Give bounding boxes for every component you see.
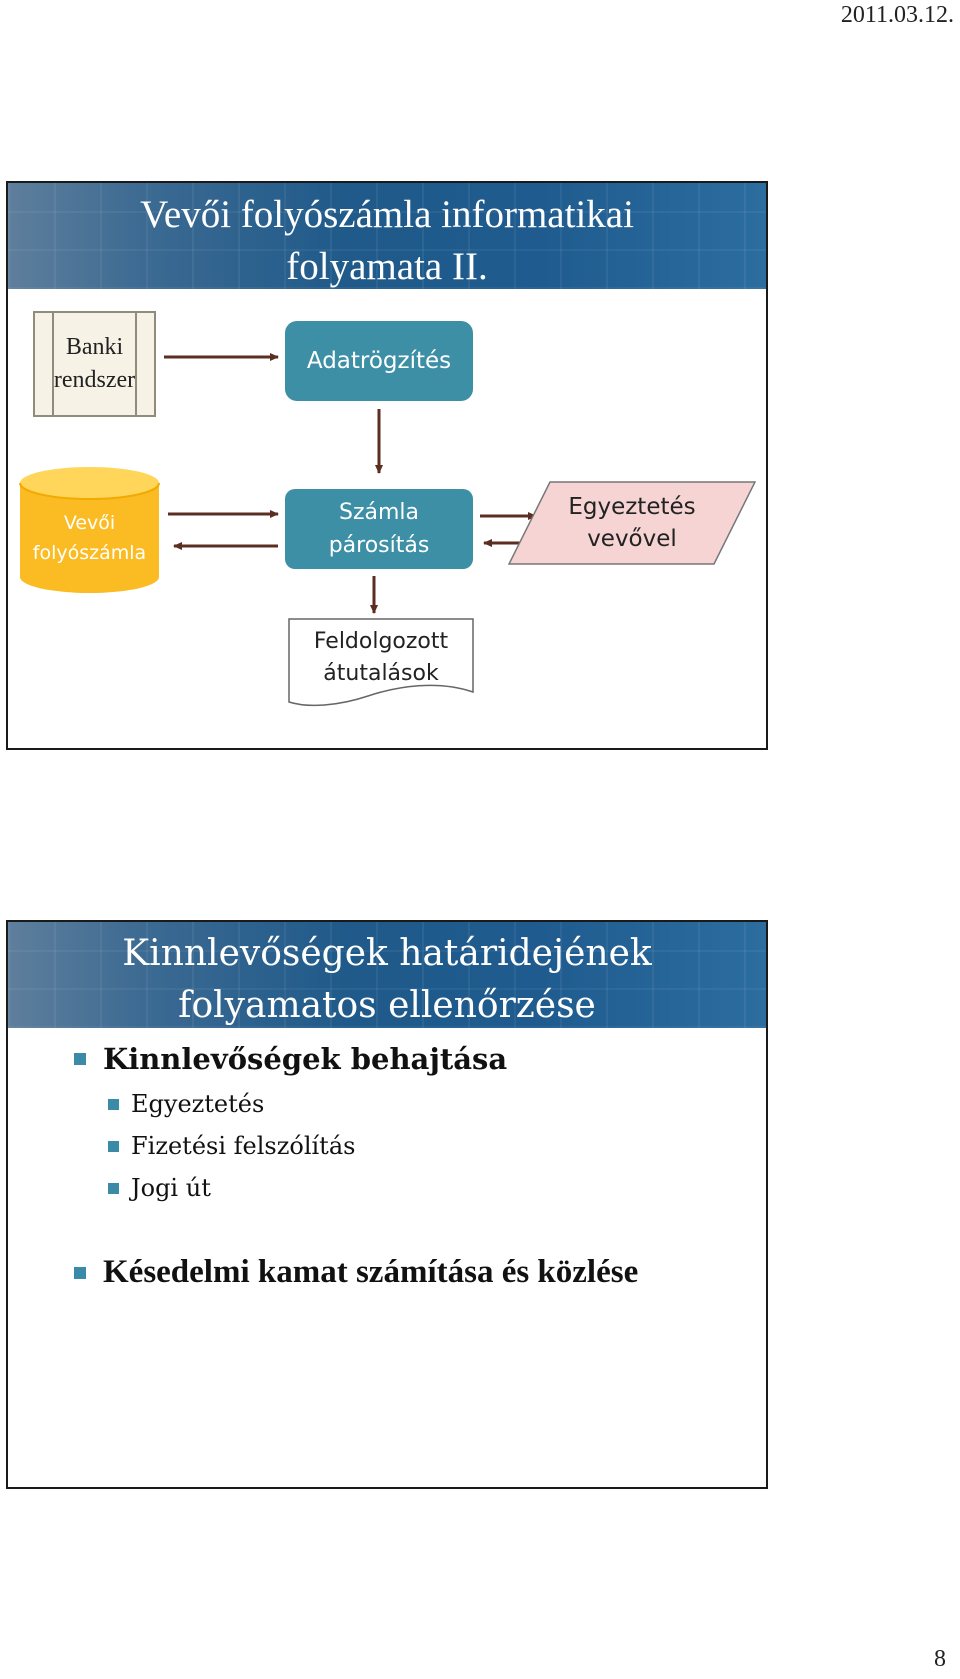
egyeztetes-label-line2: vevővel bbox=[587, 526, 677, 552]
manual-input-shape bbox=[508, 481, 756, 565]
egyeztetes-label-line1: Egyeztetés bbox=[568, 494, 696, 520]
szamla-label-line1: Számla bbox=[338, 500, 420, 525]
sub-bullet-text: Jogi út bbox=[131, 1174, 211, 1202]
egyeztetes-vevovel-node: Egyeztetés vevővel bbox=[508, 481, 756, 565]
banki-label-line2: rendszer bbox=[53, 367, 136, 393]
banki-right-rule bbox=[135, 313, 137, 415]
bullet-item: Késedelmi kamat számítása és közlése bbox=[74, 1254, 638, 1291]
title-band bbox=[8, 922, 766, 1028]
banki-rendszer-node: Banki rendszer bbox=[33, 311, 156, 417]
bullet-item: Kinnlevőségek behajtása bbox=[74, 1042, 507, 1076]
flow-arrows bbox=[164, 353, 537, 614]
sub-bullet-text: Egyeztetés bbox=[131, 1090, 265, 1118]
slide-receivables: Kinnlevőségek határidejének folyamatos e… bbox=[6, 920, 768, 1489]
vevoi-label-line2: folyószámla bbox=[32, 542, 147, 564]
feldolgozott-label-line2: átutalások bbox=[323, 661, 439, 686]
sub-bullet-item: Jogi út bbox=[108, 1174, 211, 1202]
slide-title: Kinnlevőségek határidejének folyamatos e… bbox=[8, 928, 766, 1032]
bullet-text: Kinnlevőségek behajtása bbox=[103, 1042, 508, 1076]
vevoi-folyoszamla-node: Vevői folyószámla bbox=[18, 465, 161, 595]
sub-bullet-item: Egyeztetés bbox=[108, 1090, 264, 1118]
feldolgozott-label-line1: Feldolgozott bbox=[313, 629, 449, 654]
adatrogzites-label: Adatrögzítés bbox=[306, 347, 452, 374]
title-band bbox=[8, 183, 766, 289]
database-cylinder-icon bbox=[19, 467, 160, 593]
slide-title-line2: folyamatos ellenőrzése bbox=[178, 985, 596, 1026]
bullet-text: Késedelmi kamat számítása és közlése bbox=[103, 1254, 639, 1290]
banki-label-line1: Banki bbox=[65, 334, 124, 360]
slide-title: Vevői folyószámla informatikai folyamata… bbox=[8, 189, 766, 293]
document-shape bbox=[288, 618, 474, 707]
slide-title-line2: folyamata II. bbox=[286, 245, 488, 288]
slide-process-flow: Vevői folyószámla informatikai folyamata… bbox=[6, 181, 768, 750]
feldolgozott-atutalasok-node: Feldolgozott átutalások bbox=[288, 618, 474, 710]
sub-bullet-item: Fizetési felszólítás bbox=[108, 1132, 355, 1160]
vevoi-label-line1: Vevői bbox=[63, 512, 116, 534]
banki-left-rule bbox=[52, 313, 54, 415]
szamla-label-line2: párosítás bbox=[328, 533, 430, 558]
bullet-square-icon bbox=[74, 1053, 86, 1065]
sub-bullet-text: Fizetési felszólítás bbox=[131, 1132, 356, 1160]
adatrogzites-node: Adatrögzítés bbox=[285, 321, 473, 401]
bullet-square-icon bbox=[108, 1098, 119, 1110]
slide-title-line1: Vevői folyószámla informatikai bbox=[140, 193, 634, 236]
bullet-square-icon bbox=[108, 1182, 119, 1194]
slide-title-line1: Kinnlevőségek határidejének bbox=[122, 933, 652, 974]
szamla-parositas-node: Számla párosítás bbox=[285, 489, 473, 569]
page-date: 2011.03.12. bbox=[840, 2, 954, 28]
bullet-square-icon bbox=[108, 1140, 119, 1152]
bullet-square-icon bbox=[74, 1266, 86, 1279]
page-number: 8 bbox=[934, 1646, 946, 1672]
